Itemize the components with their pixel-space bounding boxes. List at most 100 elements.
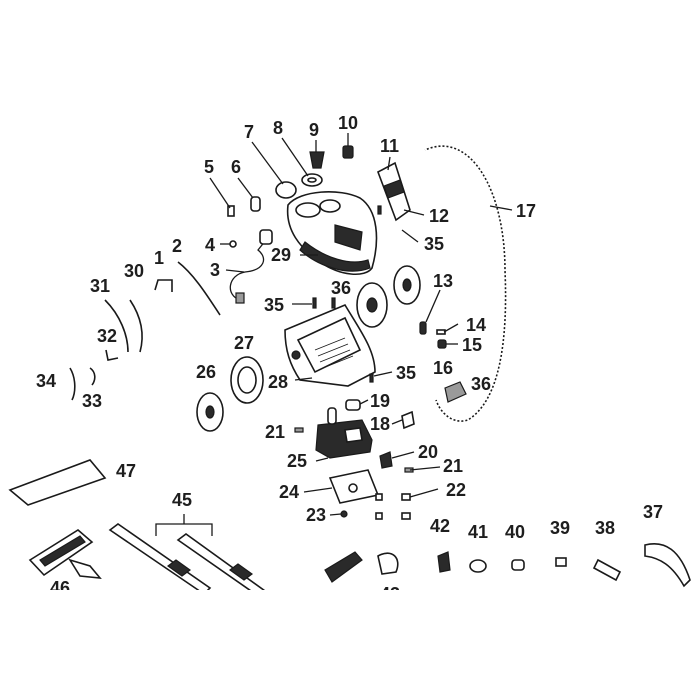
label-28: 28	[268, 372, 288, 392]
part-18	[401, 410, 415, 430]
label-4: 4	[205, 235, 215, 255]
label-25: 25	[287, 451, 307, 471]
screw-36-top	[331, 297, 336, 309]
bracket-45	[155, 514, 213, 536]
part-10-switch	[342, 145, 354, 159]
label-30: 30	[124, 261, 144, 281]
part-40	[511, 559, 525, 571]
part-38	[592, 558, 622, 582]
tube-32	[105, 349, 119, 361]
main-body	[284, 303, 376, 387]
part-9-knob	[309, 151, 325, 169]
label-7: 7	[244, 122, 254, 142]
label-37: 37	[643, 502, 663, 522]
extension-tube-left	[108, 523, 212, 596]
label-36-lower: 36	[471, 374, 491, 394]
screw-35-right	[369, 373, 374, 383]
label-38: 38	[595, 518, 615, 538]
part-39	[555, 557, 567, 567]
part-3-cable	[229, 229, 273, 304]
part-labels: 1 2 3 4 5 6 7 8 9 10 11 12 13 14 15 16 1…	[36, 113, 663, 604]
label-5: 5	[204, 157, 214, 177]
hose-connector-16	[444, 381, 467, 403]
label-35-lower: 35	[396, 363, 416, 383]
label-34: 34	[36, 371, 56, 391]
label-45: 45	[172, 490, 192, 510]
clips-22	[375, 493, 411, 520]
bottom-margin	[0, 590, 700, 700]
wheel-27	[230, 356, 264, 404]
nozzle-43b	[377, 552, 399, 575]
tank-25	[315, 407, 373, 459]
tube-30	[129, 299, 143, 353]
label-24: 24	[279, 482, 299, 502]
label-32: 32	[97, 326, 117, 346]
handle-37	[644, 543, 691, 588]
leader-lines	[209, 133, 513, 516]
label-12: 12	[429, 206, 449, 226]
part-8-ring	[301, 173, 323, 187]
hose	[424, 144, 507, 423]
label-9: 9	[309, 120, 319, 140]
label-3: 3	[210, 260, 220, 280]
label-14: 14	[466, 315, 486, 335]
label-18: 18	[370, 414, 390, 434]
label-36-upper: 36	[331, 278, 351, 298]
tube-31	[104, 299, 129, 353]
label-22: 22	[446, 480, 466, 500]
label-40: 40	[505, 522, 525, 542]
label-21-left: 21	[265, 422, 285, 442]
part-15	[437, 339, 447, 349]
label-19: 19	[370, 391, 390, 411]
part-20	[379, 451, 393, 469]
label-6: 6	[231, 157, 241, 177]
label-26: 26	[196, 362, 216, 382]
main-lid	[286, 191, 378, 275]
label-27: 27	[234, 333, 254, 353]
part-14	[436, 329, 446, 335]
wheel-right-large	[356, 282, 388, 328]
tube-1	[154, 279, 173, 292]
part-13	[419, 321, 427, 335]
tube-33	[89, 367, 96, 386]
screw-21-left	[294, 427, 304, 433]
part-5-screw	[227, 205, 235, 217]
part-6-valve	[250, 196, 261, 212]
floor-nozzle-46	[28, 529, 102, 579]
label-29: 29	[271, 245, 291, 265]
nozzle-43a	[324, 551, 363, 583]
label-47: 47	[116, 461, 136, 481]
bracket-11-12	[377, 161, 411, 222]
label-11: 11	[380, 136, 399, 156]
label-16: 16	[433, 358, 453, 378]
label-13: 13	[433, 271, 453, 291]
screw-23	[340, 510, 348, 518]
label-33: 33	[82, 391, 102, 411]
part-7-cap	[275, 181, 297, 199]
part-42	[437, 551, 451, 573]
label-41: 41	[468, 522, 488, 542]
screw-35-top	[312, 297, 317, 309]
label-10: 10	[338, 113, 358, 133]
base-plate-24	[328, 469, 380, 504]
label-21-right: 21	[443, 456, 463, 476]
label-31: 31	[90, 276, 110, 296]
label-39: 39	[550, 518, 570, 538]
label-42: 42	[430, 516, 450, 536]
wheel-26	[196, 392, 224, 432]
part-41	[469, 559, 487, 573]
label-8: 8	[273, 118, 283, 138]
label-17: 17	[516, 201, 536, 221]
label-35-middle: 35	[264, 295, 284, 315]
filter-sheet-47	[8, 459, 107, 506]
part-4-clip	[229, 240, 237, 248]
tube-34	[69, 367, 76, 401]
label-2: 2	[172, 236, 182, 256]
label-1: 1	[154, 248, 164, 268]
part-19	[345, 399, 361, 411]
tube-2	[177, 261, 221, 316]
label-23: 23	[306, 505, 326, 525]
wheel-right-rear	[393, 265, 421, 305]
label-35-upper: 35	[424, 234, 444, 254]
